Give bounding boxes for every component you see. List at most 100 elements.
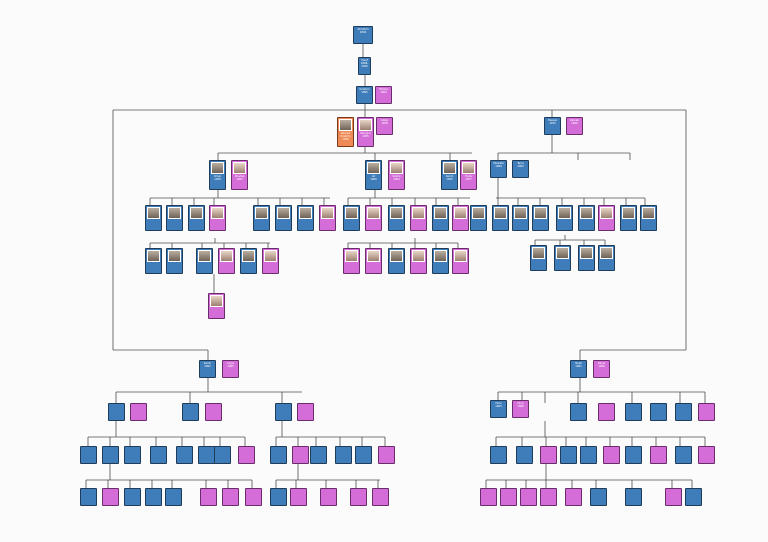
person-card[interactable] — [150, 446, 167, 464]
person-card[interactable] — [598, 403, 615, 421]
person-card[interactable] — [270, 488, 287, 506]
person-card[interactable] — [470, 205, 487, 231]
person-card[interactable] — [490, 446, 507, 464]
person-card[interactable] — [675, 446, 692, 464]
person-card[interactable] — [350, 488, 367, 506]
person-card[interactable] — [166, 248, 183, 274]
person-card[interactable] — [198, 446, 215, 464]
person-card[interactable] — [165, 488, 182, 506]
person-card[interactable] — [145, 488, 162, 506]
person-card[interactable] — [578, 205, 595, 231]
person-card[interactable] — [80, 488, 97, 506]
person-card[interactable] — [685, 488, 702, 506]
person-card[interactable] — [102, 446, 119, 464]
person-card[interactable] — [520, 488, 537, 506]
person-card[interactable] — [698, 446, 715, 464]
person-card[interactable] — [214, 446, 231, 464]
person-card[interactable] — [355, 446, 372, 464]
person-card[interactable] — [182, 403, 199, 421]
person-card[interactable] — [480, 488, 497, 506]
person-card[interactable] — [530, 245, 547, 271]
person-card[interactable] — [297, 205, 314, 231]
person-card[interactable] — [432, 205, 449, 231]
person-card[interactable] — [222, 488, 239, 506]
person-card[interactable] — [578, 245, 595, 271]
person-card[interactable] — [292, 446, 309, 464]
person-card[interactable] — [335, 446, 352, 464]
person-card[interactable] — [603, 446, 620, 464]
person-card[interactable] — [650, 403, 667, 421]
person-card[interactable] — [275, 205, 292, 231]
person-card[interactable] — [492, 205, 509, 231]
person-card[interactable] — [598, 205, 615, 231]
person-card[interactable] — [319, 205, 336, 231]
person-card[interactable] — [500, 488, 517, 506]
person-card[interactable] — [625, 403, 642, 421]
person-card[interactable] — [218, 248, 235, 274]
person-card[interactable] — [452, 205, 469, 231]
person-card[interactable] — [208, 293, 225, 319]
person-card[interactable] — [297, 403, 314, 421]
person-card[interactable] — [196, 248, 213, 274]
person-card[interactable] — [166, 205, 183, 231]
person-card[interactable] — [145, 248, 162, 274]
person-card[interactable] — [124, 446, 141, 464]
person-card[interactable] — [556, 205, 573, 231]
person-card[interactable] — [580, 446, 597, 464]
person-card[interactable] — [310, 446, 327, 464]
person-card[interactable] — [640, 205, 657, 231]
person-card[interactable] — [625, 488, 642, 506]
person-card[interactable] — [410, 248, 427, 274]
person-card[interactable] — [388, 248, 405, 274]
person-card[interactable] — [432, 248, 449, 274]
person-card[interactable] — [290, 488, 307, 506]
person-card[interactable] — [240, 248, 257, 274]
person-card[interactable] — [343, 248, 360, 274]
person-card[interactable] — [598, 245, 615, 271]
person-card[interactable] — [372, 488, 389, 506]
person-card[interactable] — [262, 248, 279, 274]
person-card[interactable] — [625, 446, 642, 464]
person-card[interactable] — [205, 403, 222, 421]
person-card[interactable] — [452, 248, 469, 274]
person-card[interactable] — [238, 446, 255, 464]
person-card[interactable] — [365, 205, 382, 231]
person-card[interactable] — [590, 488, 607, 506]
person-card[interactable] — [108, 403, 125, 421]
person-card[interactable] — [512, 205, 529, 231]
person-card[interactable] — [698, 403, 715, 421]
person-card[interactable] — [532, 205, 549, 231]
person-card[interactable] — [570, 403, 587, 421]
person-card[interactable] — [378, 446, 395, 464]
person-card[interactable] — [320, 488, 337, 506]
person-card[interactable] — [516, 446, 533, 464]
person-card[interactable] — [209, 205, 226, 231]
person-card[interactable] — [275, 403, 292, 421]
person-card[interactable] — [565, 488, 582, 506]
person-card[interactable] — [365, 248, 382, 274]
person-card[interactable] — [176, 446, 193, 464]
person-card[interactable] — [270, 446, 287, 464]
person-card[interactable] — [124, 488, 141, 506]
person-card[interactable] — [388, 205, 405, 231]
person-card[interactable] — [410, 205, 427, 231]
